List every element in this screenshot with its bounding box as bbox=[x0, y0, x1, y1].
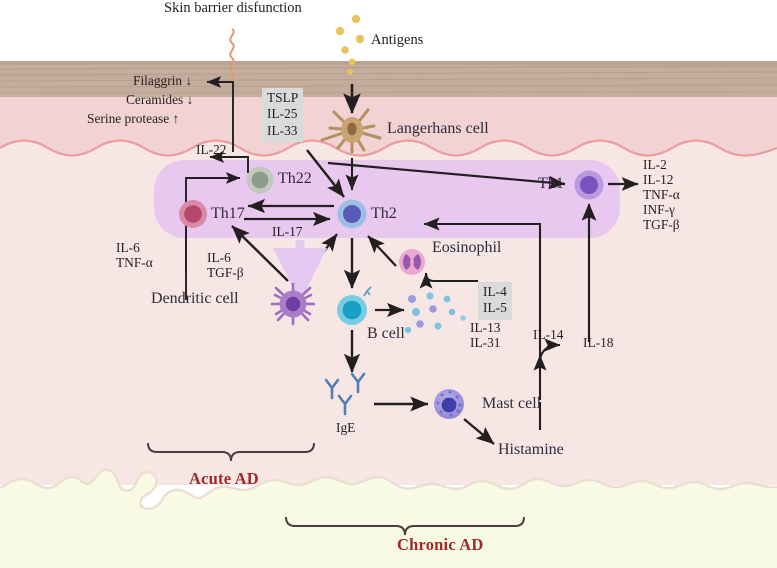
barrier-item-filaggrin: Filaggrin ↓ bbox=[133, 73, 193, 88]
epidermis-layer bbox=[0, 97, 777, 175]
eosinophil-to-th2-arrow bbox=[367, 235, 397, 267]
antigens-label: Antigens bbox=[371, 32, 424, 48]
th1-output-cytokines: IL-2 IL-12 TNF-α INF-γ TGF-β bbox=[643, 157, 680, 232]
th17-cell-label: Th17 bbox=[211, 205, 245, 222]
subcutaneous-fat-layer bbox=[0, 468, 777, 568]
ige-antibody-icons bbox=[324, 372, 366, 416]
skin-barrier-title: Skin barrier disfunction bbox=[164, 0, 302, 16]
barrier-disruption-squiggle bbox=[229, 28, 235, 83]
dendritic-cell-label: Dendritic cell bbox=[151, 290, 239, 307]
acute-ad-brace bbox=[147, 442, 315, 462]
chronic-ad-stage-label: Chronic AD bbox=[397, 535, 484, 554]
chronic-ad-brace bbox=[285, 516, 525, 536]
th1-cell-label: Th1 bbox=[538, 175, 564, 192]
eosinophil-cell-label: Eosinophil bbox=[432, 239, 502, 256]
dendritic-cell-icon bbox=[270, 282, 316, 326]
il14-arrow bbox=[423, 217, 542, 372]
il22-arrow bbox=[209, 151, 249, 173]
ige-label: IgE bbox=[336, 420, 356, 435]
langerhans-cell-icon bbox=[320, 108, 382, 154]
th2-cell-label: Th2 bbox=[371, 205, 397, 222]
mast-cell-icon bbox=[434, 389, 464, 419]
mast-to-histamine-arrow bbox=[463, 418, 495, 445]
th22-cell-icon bbox=[246, 166, 274, 194]
bcell-icon bbox=[337, 286, 372, 325]
barrier-feedback-arrow bbox=[206, 76, 234, 152]
il17-label: IL-17 bbox=[272, 224, 303, 239]
tslp-cytokine-box: TSLP IL-25 IL-33 bbox=[262, 88, 304, 143]
bcell-label: B cell bbox=[367, 325, 405, 342]
cytokine-particles bbox=[404, 292, 466, 334]
antigen-particles bbox=[335, 14, 365, 75]
th2-cytokine-box: IL-4 IL-5 bbox=[478, 282, 512, 320]
langerhans-cell-label: Langerhans cell bbox=[387, 120, 489, 137]
dc-to-th17-cytokines: IL-6 TGF-β bbox=[207, 250, 244, 280]
langerhans-to-th1-arrow bbox=[327, 161, 566, 190]
eosinophil-cell-icon bbox=[399, 249, 425, 275]
th2-cytokines-to-eosinophil-arrow bbox=[419, 272, 478, 289]
barrier-item-ceramides: Ceramides ↓ bbox=[126, 92, 194, 107]
dc-to-th22-cytokines: IL-6 TNF-α bbox=[116, 240, 153, 270]
th22-cell-label: Th22 bbox=[278, 170, 312, 187]
th1-cell-icon bbox=[574, 170, 604, 200]
th17-cell-icon bbox=[179, 200, 207, 228]
il18-arrow bbox=[533, 338, 561, 400]
il14-label: IL-14 bbox=[533, 327, 564, 342]
barrier-item-serine-protease: Serine protease ↑ bbox=[87, 111, 180, 126]
th2-cytokines-extra: IL-13 IL-31 bbox=[470, 320, 501, 350]
histamine-label: Histamine bbox=[498, 441, 564, 458]
stratum-corneum-layer bbox=[0, 61, 777, 98]
il18-label: IL-18 bbox=[583, 335, 614, 350]
il22-label: IL-22 bbox=[196, 142, 227, 157]
t-cell-zone-highlight bbox=[154, 160, 620, 238]
th2-cell-icon bbox=[337, 199, 367, 229]
mast-cell-label: Mast cell bbox=[482, 395, 542, 412]
acute-ad-stage-label: Acute AD bbox=[189, 469, 259, 488]
langerhans-to-th2-arrow bbox=[306, 149, 345, 198]
